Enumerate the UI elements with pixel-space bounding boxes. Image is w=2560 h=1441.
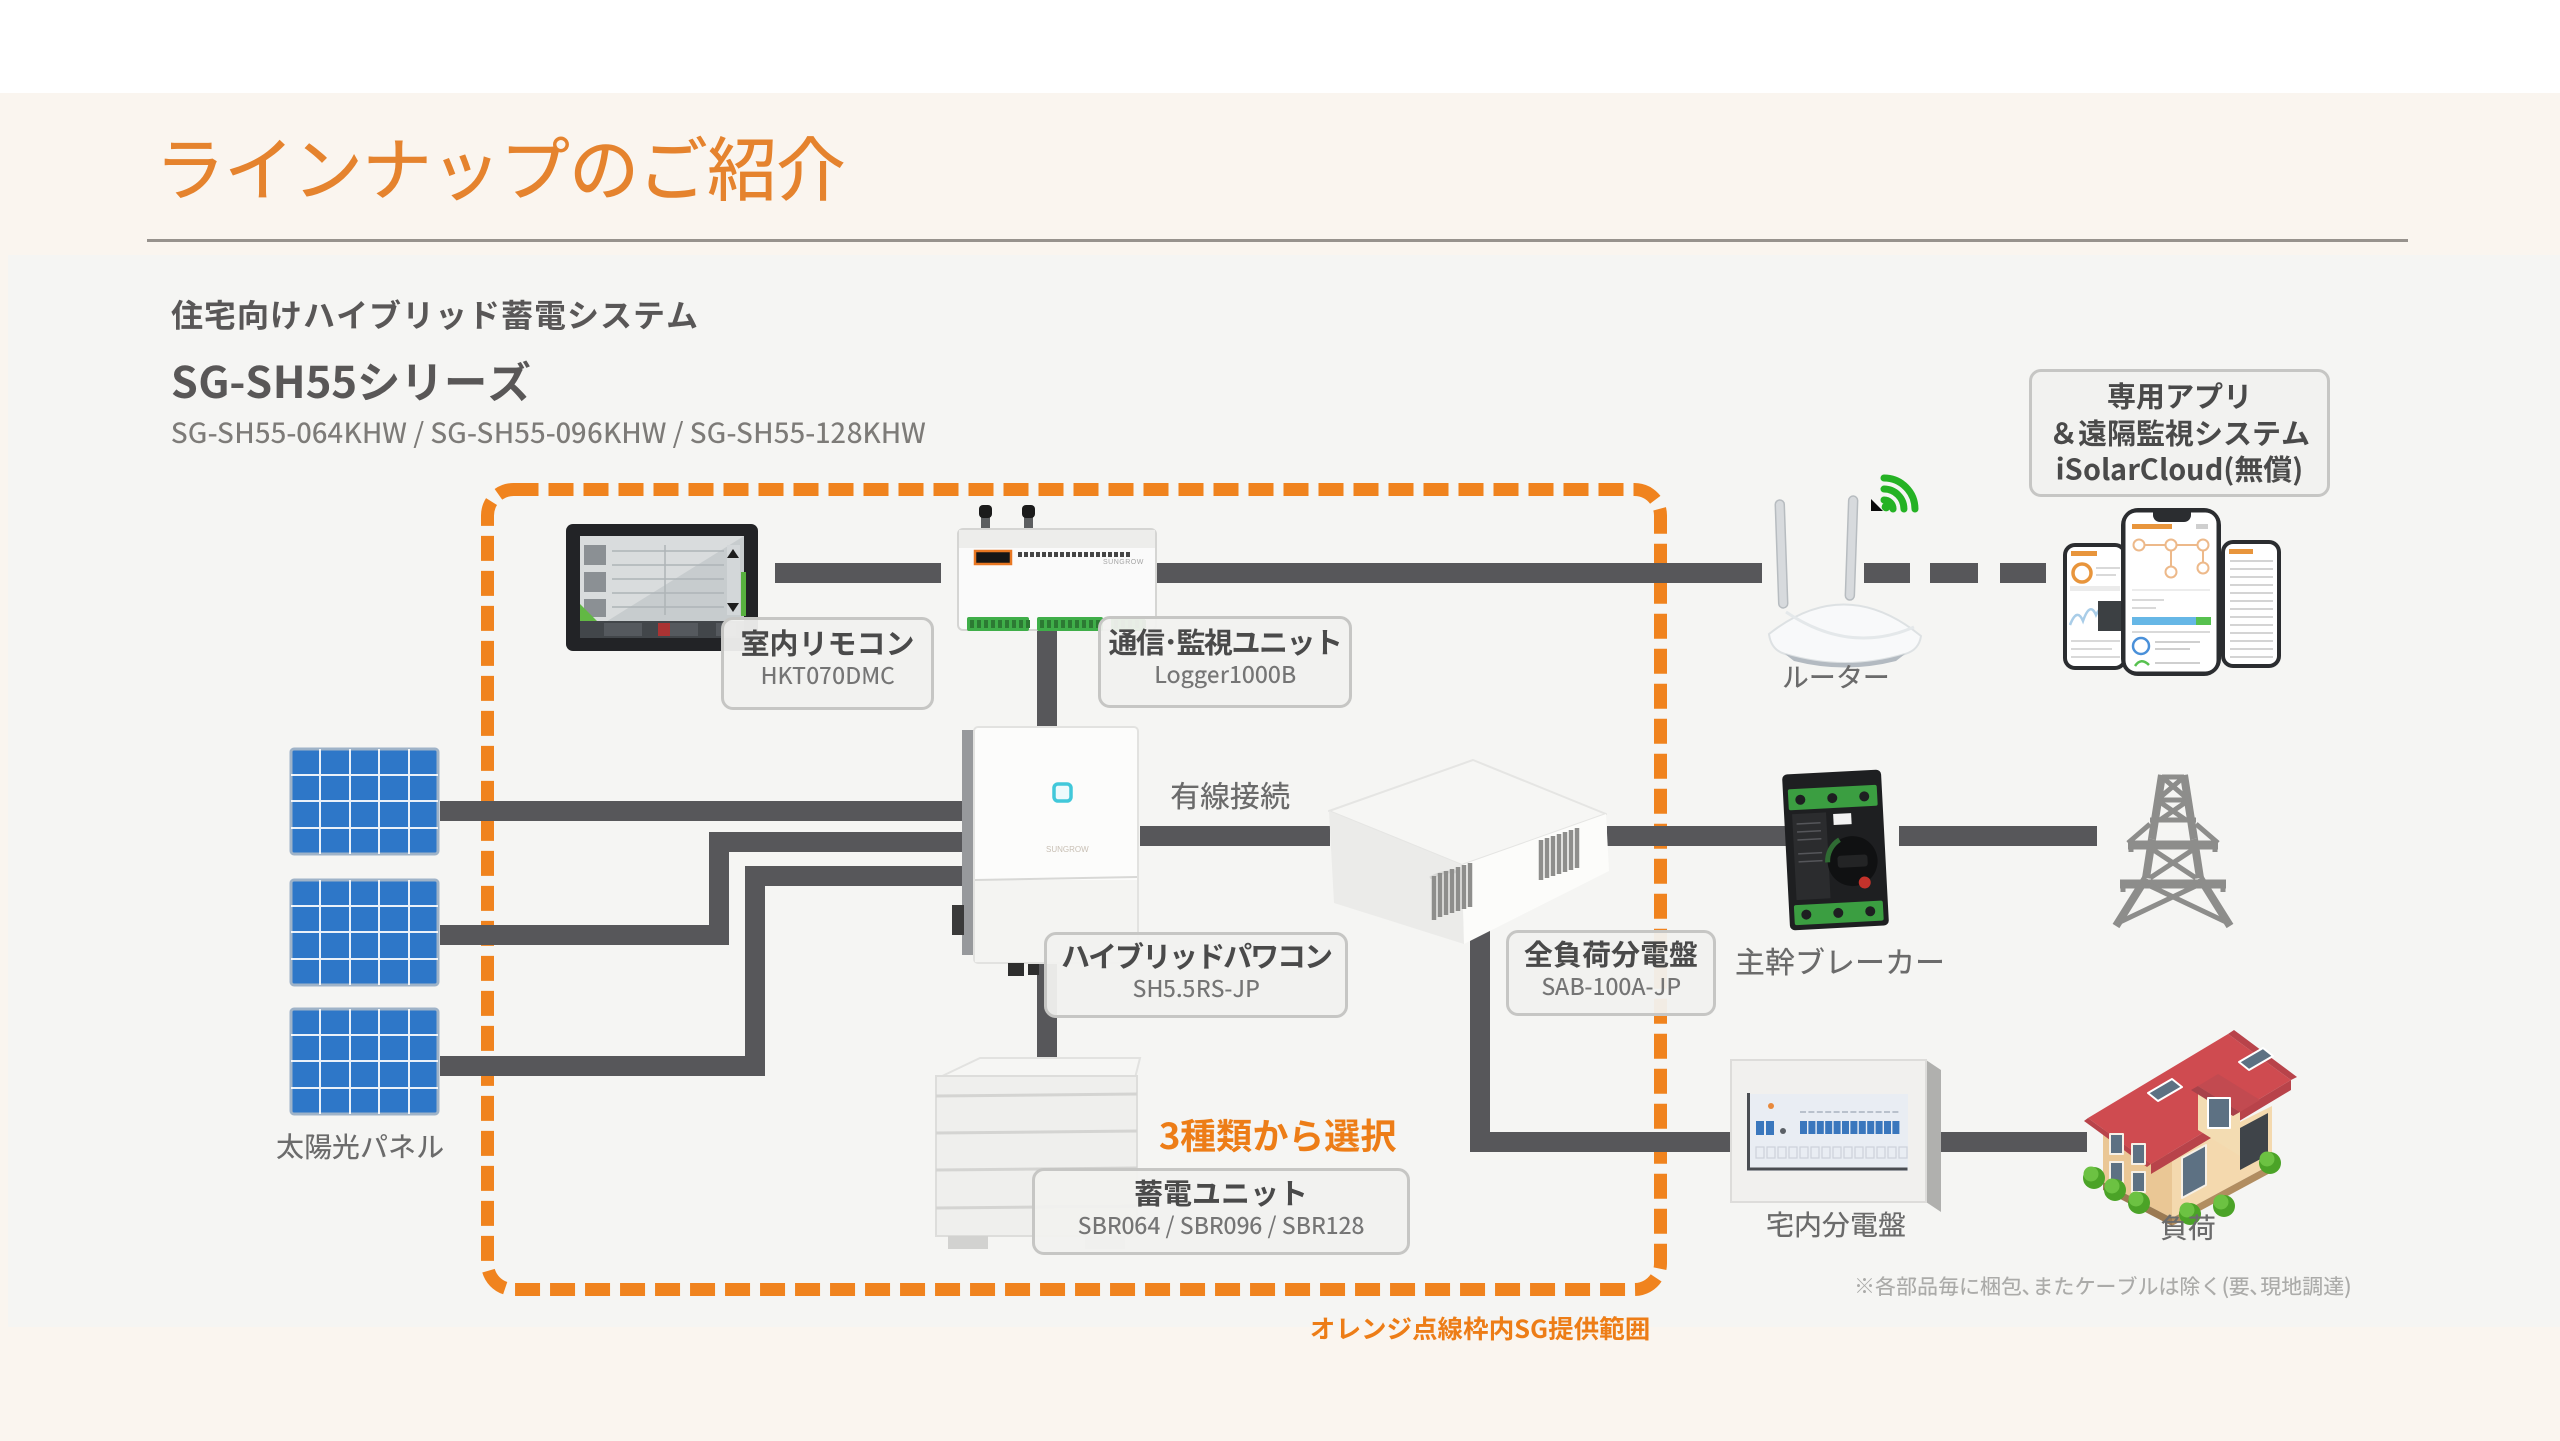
svg-text:SUNGROW: SUNGROW (1103, 559, 1144, 566)
svg-text:SUNGROW: SUNGROW (1046, 845, 1089, 854)
